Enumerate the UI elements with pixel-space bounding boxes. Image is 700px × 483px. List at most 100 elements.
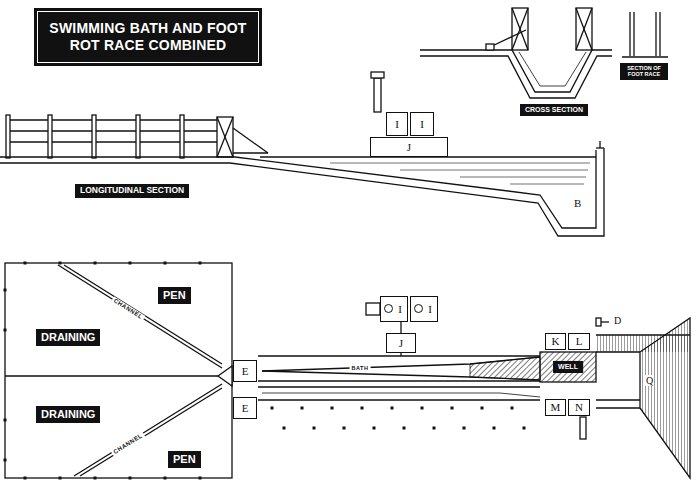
exit-yard (640, 318, 690, 478)
water-lines (330, 163, 590, 164)
lettered-box: K (545, 333, 566, 350)
lettered-box: I (410, 112, 434, 136)
exit-yard (596, 399, 640, 400)
post-mark (4, 289, 7, 292)
post-mark (59, 477, 62, 480)
area-name: DRAINING (41, 408, 95, 420)
part-letter: E (242, 403, 249, 414)
foot-race-section (622, 12, 668, 57)
foot-race-section (655, 12, 656, 56)
view-title: SECTION OF FOOT RACE (627, 65, 661, 77)
post-mark (94, 477, 97, 480)
post-mark (94, 262, 97, 265)
fence (136, 115, 140, 158)
channel-label-ground: CHANNEL (111, 431, 146, 456)
post-mark (421, 407, 424, 410)
bath-plan (470, 357, 540, 380)
foot-race-section (633, 12, 634, 56)
area-name: DRAINING (41, 331, 95, 343)
area-name-ground: PEN (158, 287, 191, 304)
post-marks (4, 262, 526, 480)
fence (6, 115, 10, 158)
channel-line (64, 265, 222, 364)
part-name-ground: WELL (553, 361, 583, 373)
exit-yard (596, 318, 601, 326)
part-letter: I (398, 304, 402, 315)
water-lines (510, 184, 584, 185)
area-name: PEN (163, 289, 186, 301)
post-mark (403, 427, 406, 430)
engine-chimney (374, 78, 381, 112)
post-mark (481, 407, 484, 410)
pen-outline (5, 375, 218, 376)
part-letter: D (614, 315, 621, 326)
fence (217, 117, 233, 157)
lettered-box: J (386, 333, 416, 353)
part-letter: E (242, 366, 249, 377)
cross-section (512, 8, 528, 50)
lettered-box: I (380, 296, 408, 322)
cross-section (420, 56, 612, 98)
cross-section (512, 8, 528, 50)
part-letter: B (574, 197, 581, 209)
area-name-ground: PEN (168, 451, 201, 468)
valve-circle (384, 304, 393, 313)
bath-plan (258, 356, 540, 381)
fence (217, 117, 233, 157)
post-mark (343, 427, 346, 430)
view-title-ground: SECTION OF FOOT RACE (620, 63, 668, 80)
post-mark (463, 427, 466, 430)
water-lines (460, 177, 586, 178)
post-mark (164, 477, 167, 480)
cross-section (519, 52, 586, 86)
channel-line (58, 265, 222, 476)
cross-section (576, 8, 592, 50)
part-letter: N (575, 402, 583, 413)
foot-race-section (659, 12, 660, 56)
engine-chimney (371, 72, 384, 78)
title-banner: SWIMMING BATH AND FOOT ROT RACE COMBINED (34, 8, 262, 66)
lettered-box: M (545, 399, 566, 416)
channel-line (80, 388, 222, 476)
part-name-ground: BATH (350, 365, 371, 371)
cross-section (576, 8, 592, 50)
view-title: CROSS SECTION (525, 106, 583, 113)
valve-circle (414, 304, 423, 313)
fence (6, 119, 232, 120)
illustration (0, 8, 690, 480)
exit-yard (580, 417, 586, 439)
post-mark (301, 407, 304, 410)
area-name-ground: DRAINING (36, 406, 100, 423)
ground-line (0, 162, 230, 163)
view-title-ground: LONGITUDINAL SECTION (75, 184, 189, 198)
bath-floor-section (235, 150, 596, 228)
post-mark (129, 477, 132, 480)
lettered-box: E (233, 360, 257, 382)
post-mark (451, 407, 454, 410)
foot-race-section (622, 56, 668, 57)
post-mark (164, 262, 167, 265)
post-mark (361, 407, 364, 410)
foot-race-plan (258, 386, 540, 387)
engine-plan (400, 353, 401, 356)
area-name: PEN (173, 453, 196, 465)
post-mark (373, 427, 376, 430)
post-mark (511, 407, 514, 410)
part-letter: I (395, 119, 399, 130)
post-mark (199, 262, 202, 265)
bath-plan (258, 380, 540, 381)
area-name-ground: DRAINING (36, 329, 100, 346)
post-mark (523, 427, 526, 430)
cross-section (512, 8, 528, 50)
title-frame: SWIMMING BATH AND FOOT ROT RACE COMBINED (37, 11, 259, 63)
exit-yard (596, 407, 640, 408)
ground-line (0, 157, 596, 163)
ground-line (0, 156, 235, 157)
lettered-box: L (568, 333, 590, 350)
part-letter: I (428, 304, 432, 315)
post-mark (4, 329, 7, 332)
cross-section (486, 44, 494, 50)
exit-yard (580, 318, 690, 478)
part-letter-ground: Q (645, 375, 654, 386)
